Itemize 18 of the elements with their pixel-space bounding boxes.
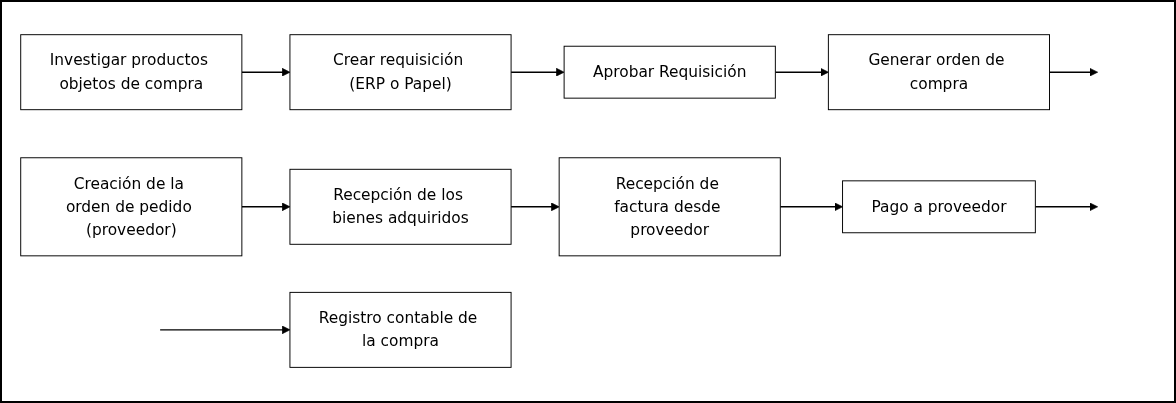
- node-box: Creación de la orden de pedido (proveedor): [20, 157, 243, 257]
- node-box: Investigar productos objetos de compra: [20, 34, 243, 111]
- node-box: Generar orden de compra: [827, 34, 1050, 111]
- arrow: [779, 203, 843, 212]
- node-box: Pago a proveedor: [842, 180, 1036, 234]
- arrow: [159, 326, 291, 335]
- arrow: [774, 68, 829, 77]
- node-box: Recepción de factura desde proveedor: [558, 157, 781, 257]
- arrow: [241, 68, 291, 77]
- node-box: Recepción de los bienes adquiridos: [289, 169, 512, 246]
- arrow: [510, 68, 565, 77]
- arrow: [1034, 203, 1098, 212]
- arrow: [241, 203, 291, 212]
- node-box: Registro contable de la compra: [289, 292, 512, 369]
- arrow: [1048, 68, 1098, 77]
- node-box: Aprobar Requisición: [563, 46, 776, 100]
- arrow: [510, 203, 560, 212]
- node-box: Crear requisición (ERP o Papel): [289, 34, 512, 111]
